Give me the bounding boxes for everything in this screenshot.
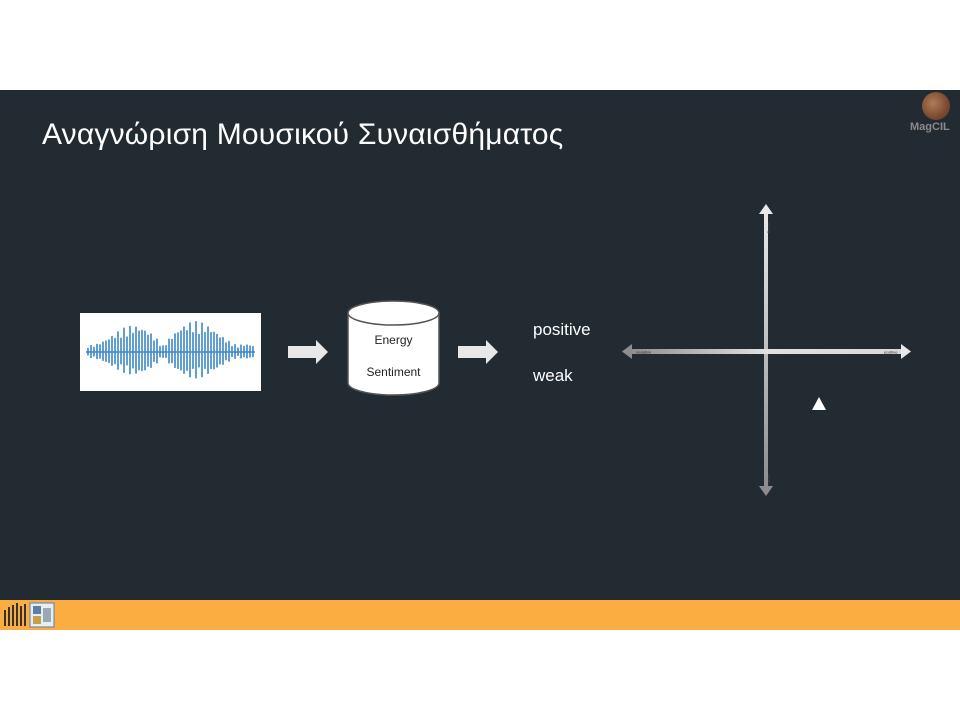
database-label-sentiment: Sentiment	[366, 365, 421, 379]
feature-database: Energy Sentiment	[346, 299, 441, 397]
footer-bar	[0, 600, 960, 630]
valence-axis: negative positive	[622, 344, 911, 359]
slide-title: Αναγνώριση Μουσικού Συναισθήματος	[42, 118, 564, 151]
university-logo-icon	[4, 603, 26, 626]
flow-arrow-2	[458, 340, 498, 364]
magcil-logo-text: MagCIL	[910, 121, 950, 133]
waveform-bars	[87, 320, 254, 379]
flow-arrow-1	[288, 340, 328, 364]
magcil-logo: MagCIL	[908, 90, 960, 138]
output-energy: weak	[533, 366, 573, 385]
audio-waveform	[80, 313, 261, 391]
emotion-marker-triangle-icon	[812, 397, 826, 410]
valence-axis-right-arrow-icon	[901, 344, 911, 359]
energy-axis-up-arrow-icon	[759, 204, 773, 214]
valence-energy-plane: strong weak negative positive	[622, 204, 911, 496]
footer-logos	[4, 602, 55, 628]
output-valence: positive	[533, 320, 591, 339]
audio-waveform-icon	[86, 320, 255, 379]
institute-logo-icon	[29, 602, 55, 628]
valence-axis-negative-label: negative	[636, 350, 652, 355]
energy-axis-down-arrow-icon	[759, 486, 773, 496]
magcil-logo-icon	[922, 92, 950, 120]
valence-axis-left-arrow-icon	[622, 344, 632, 359]
database-icon	[347, 300, 440, 396]
energy-axis-bottom-label: weak	[767, 474, 772, 483]
energy-axis-top-label: strong	[767, 222, 772, 233]
slide: Αναγνώριση Μουσικού Συναισθήματος MagCIL…	[0, 90, 960, 630]
database-label-energy: Energy	[374, 333, 413, 347]
valence-axis-positive-label: positive	[884, 350, 898, 355]
